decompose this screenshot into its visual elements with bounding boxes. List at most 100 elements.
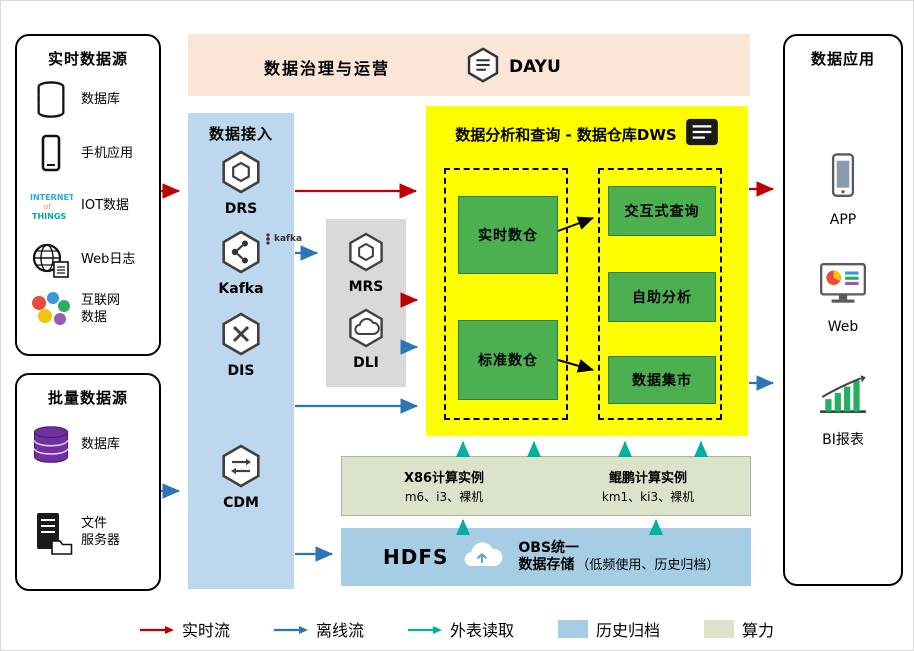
legend-archive: 历史归档 bbox=[558, 617, 660, 641]
app-phone-icon bbox=[825, 151, 861, 205]
dli-icon bbox=[345, 307, 387, 353]
x86-compute-models: m6、i3、裸机 bbox=[404, 490, 484, 504]
svg-text:of: of bbox=[44, 203, 51, 211]
service-label: MRS bbox=[348, 279, 384, 295]
legend-offline-flow: 离线流 bbox=[273, 617, 364, 641]
compute-instances-box: X86计算实例 m6、i3、裸机 鲲鹏计算实例 km1、ki3、裸机 bbox=[341, 456, 751, 516]
report-icon bbox=[685, 118, 719, 150]
node-realtime-warehouse: 实时数仓 bbox=[458, 196, 558, 274]
legend-realtime-flow: 实时流 bbox=[139, 617, 230, 641]
node-self-service-analysis: 自助分析 bbox=[608, 272, 716, 322]
service-label: DLI bbox=[353, 355, 379, 371]
service-cdm: CDM bbox=[188, 443, 294, 511]
realtime-sources-title: 实时数据源 bbox=[47, 50, 128, 68]
legend: 实时流 离线流 外表读取 历史归档 算力 bbox=[1, 617, 913, 641]
kunpeng-compute-cell: 鲲鹏计算实例 km1、ki3、裸机 bbox=[546, 457, 750, 515]
app-item-web: Web bbox=[785, 262, 901, 335]
file-server-icon bbox=[29, 511, 73, 555]
compute-power-swatch bbox=[704, 620, 735, 638]
source-item-label: 手机应用 bbox=[81, 145, 134, 161]
x86-compute-cell: X86计算实例 m6、i3、裸机 bbox=[342, 457, 546, 515]
x86-compute-title: X86计算实例 bbox=[403, 471, 485, 486]
source-item-label: 互联网 数据 bbox=[81, 293, 121, 325]
dis-icon bbox=[218, 311, 264, 361]
service-dli: DLI bbox=[326, 307, 406, 371]
obs-text-block: OBS统一 数据存储 （低频使用、历史归档） bbox=[518, 540, 719, 575]
dayu-block: DAYU bbox=[464, 46, 561, 88]
blue-arrow-icon bbox=[273, 620, 308, 639]
node-standard-warehouse: 标准数仓 bbox=[458, 320, 558, 400]
service-label: CDM bbox=[223, 495, 259, 511]
node-data-mart: 数据集市 bbox=[608, 356, 716, 404]
service-drs: DRS bbox=[188, 149, 294, 217]
query-service-group: 交互式查询 自助分析 数据集市 bbox=[598, 168, 722, 420]
app-item-label: Web bbox=[827, 319, 859, 335]
source-item-label: 数据库 bbox=[81, 436, 121, 452]
batch-sources-title: 批量数据源 bbox=[47, 389, 128, 407]
warehouse-group: 实时数仓 标准数仓 bbox=[444, 168, 568, 420]
database-purple-icon bbox=[29, 423, 73, 467]
service-dis: DIS bbox=[188, 311, 294, 379]
drs-icon bbox=[218, 149, 264, 199]
archive-swatch bbox=[558, 620, 588, 638]
dayu-icon bbox=[464, 46, 502, 88]
kunpeng-compute-title: 鲲鹏计算实例 bbox=[608, 471, 687, 486]
obs-line2: 数据存储 bbox=[518, 557, 575, 573]
source-item-internet-data: 互联网 数据 bbox=[29, 288, 157, 332]
dws-title: 数据分析和查询 - 数据仓库DWS bbox=[426, 118, 748, 150]
source-item-file-server: 文件 服务器 bbox=[29, 511, 157, 555]
obs-line1: OBS统一 bbox=[518, 539, 580, 556]
obs-cloud-icon bbox=[460, 540, 506, 574]
applications-title: 数据应用 bbox=[810, 50, 875, 68]
mrs-icon bbox=[345, 231, 387, 277]
service-label: DRS bbox=[224, 201, 258, 217]
legend-compute-power: 算力 bbox=[704, 617, 774, 641]
app-item-label: BI报表 bbox=[822, 432, 864, 448]
internet-data-icon bbox=[29, 288, 73, 332]
source-item-batch-database: 数据库 bbox=[29, 423, 157, 467]
phone-icon bbox=[29, 132, 73, 176]
app-item-app: APP bbox=[785, 151, 901, 228]
service-kafka: kafka Kafka bbox=[188, 229, 302, 297]
obs-note: （低频使用、历史归档） bbox=[576, 558, 720, 573]
processing-box: MRS DLI bbox=[326, 219, 406, 387]
teal-arrow-icon bbox=[407, 620, 442, 639]
legend-external-read: 外表读取 bbox=[407, 617, 514, 641]
hdfs-label: HDFS bbox=[383, 545, 449, 569]
web-monitor-icon bbox=[817, 262, 869, 312]
source-item-label: 文件 服务器 bbox=[81, 516, 121, 548]
batch-sources-panel: 批量数据源 数据库 文件 服务器 bbox=[15, 373, 161, 591]
governance-bar: 数据治理与运营 DAYU bbox=[188, 34, 750, 96]
database-icon bbox=[29, 78, 73, 122]
svg-text:THINGS: THINGS bbox=[32, 212, 66, 221]
dws-box: 数据分析和查询 - 数据仓库DWS 实时数仓 标准数仓 交互式查询 自助分析 数… bbox=[426, 106, 748, 436]
ingestion-column: 数据接入 DRS kafka Kafka DIS bbox=[188, 113, 302, 589]
kunpeng-compute-models: km1、ki3、裸机 bbox=[601, 490, 695, 504]
storage-box: HDFS OBS统一 数据存储 （低频使用、历史归档） bbox=[341, 528, 751, 586]
kafka-icon bbox=[218, 229, 264, 279]
source-item-label: 数据库 bbox=[81, 91, 121, 107]
bi-report-icon bbox=[817, 374, 869, 422]
svg-text:INTERNET: INTERNET bbox=[30, 193, 73, 202]
source-item-label: IOT数据 bbox=[81, 197, 130, 213]
app-item-bi: BI报表 bbox=[785, 374, 901, 449]
red-arrow-icon bbox=[139, 620, 174, 639]
service-label: Kafka bbox=[218, 281, 264, 297]
service-mrs: MRS bbox=[326, 231, 406, 295]
source-item-database: 数据库 bbox=[29, 78, 157, 122]
governance-title: 数据治理与运营 bbox=[264, 59, 391, 78]
kafka-badge: kafka bbox=[264, 233, 302, 245]
service-label: DIS bbox=[227, 363, 255, 379]
node-interactive-query: 交互式查询 bbox=[608, 186, 716, 236]
dayu-label: DAYU bbox=[509, 57, 561, 77]
app-item-label: APP bbox=[829, 212, 857, 228]
source-item-web-log: Web日志 bbox=[29, 238, 157, 282]
ingestion-title: 数据接入 bbox=[208, 125, 273, 143]
source-item-mobile-app: 手机应用 bbox=[29, 132, 157, 176]
applications-panel: 数据应用 APP Web BI报表 bbox=[783, 34, 903, 586]
web-log-icon bbox=[29, 238, 73, 282]
